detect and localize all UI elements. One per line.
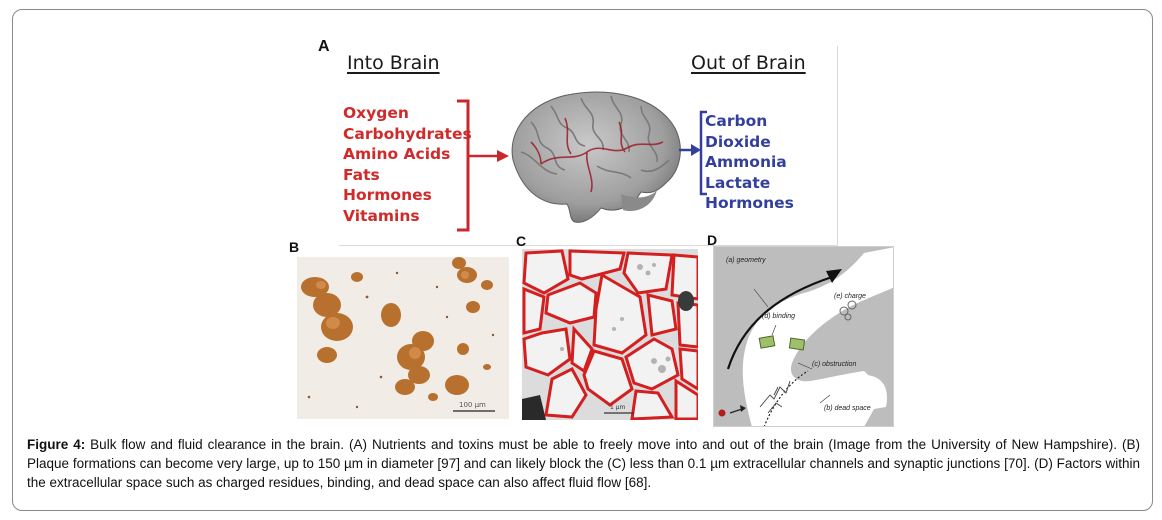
out-item: Lactate — [705, 173, 771, 192]
panel-d-letter: D — [707, 232, 718, 248]
into-item: Vitamins — [343, 206, 420, 225]
into-item: Fats — [343, 165, 380, 184]
panel-d-diagram: (a) geometry (e) charge (d) binding (c) … — [713, 246, 894, 427]
into-bracket-arrow — [457, 99, 509, 232]
into-item: Hormones — [343, 186, 432, 205]
panel-a-letter: A — [318, 38, 330, 55]
extracellular-factors-diagram — [714, 247, 893, 426]
label-binding: (d) binding — [762, 313, 796, 320]
brain-image — [511, 91, 681, 223]
into-brain-list: Oxygen Carbohydrates Amino Acids Fats Ho… — [343, 103, 472, 227]
panel-c-extracellular-micrograph: 1 µm — [522, 249, 698, 420]
label-obstruction: (c) obstruction — [812, 361, 857, 368]
into-brain-heading: Into Brain — [347, 52, 440, 74]
out-of-brain-heading: Out of Brain — [691, 52, 806, 74]
out-of-brain-list: Carbon Dioxide Ammonia Lactate Hormones — [705, 111, 837, 214]
panel-c-scale-label: 1 µm — [610, 404, 626, 411]
extracellular-space-image — [522, 249, 698, 420]
panel-b-letter: B — [289, 239, 300, 255]
panel-a: Into Brain Out of Brain Oxygen Carbohydr… — [339, 46, 838, 246]
figure-label: Figure 4: — [27, 437, 86, 452]
out-item: Ammonia — [705, 153, 787, 172]
figure-caption: Figure 4: Bulk flow and fluid clearance … — [27, 435, 1140, 492]
out-bracket-arrow — [679, 110, 707, 196]
panel-c-letter: C — [516, 233, 527, 249]
panel-b-scale-label: 100 µm — [459, 401, 486, 409]
label-geometry: (a) geometry — [726, 257, 766, 264]
into-item: Amino Acids — [343, 145, 451, 164]
out-item: Carbon Dioxide — [705, 112, 771, 151]
into-item: Carbohydrates — [343, 124, 472, 143]
plaque-image — [297, 257, 509, 419]
caption-text: Bulk flow and fluid clearance in the bra… — [27, 437, 1140, 490]
label-charge: (e) charge — [834, 293, 866, 300]
label-dead-space: (b) dead space — [824, 405, 871, 412]
into-item: Oxygen — [343, 104, 409, 122]
panel-b-plaque-micrograph: 100 µm — [297, 257, 509, 419]
out-item: Hormones — [705, 194, 794, 213]
